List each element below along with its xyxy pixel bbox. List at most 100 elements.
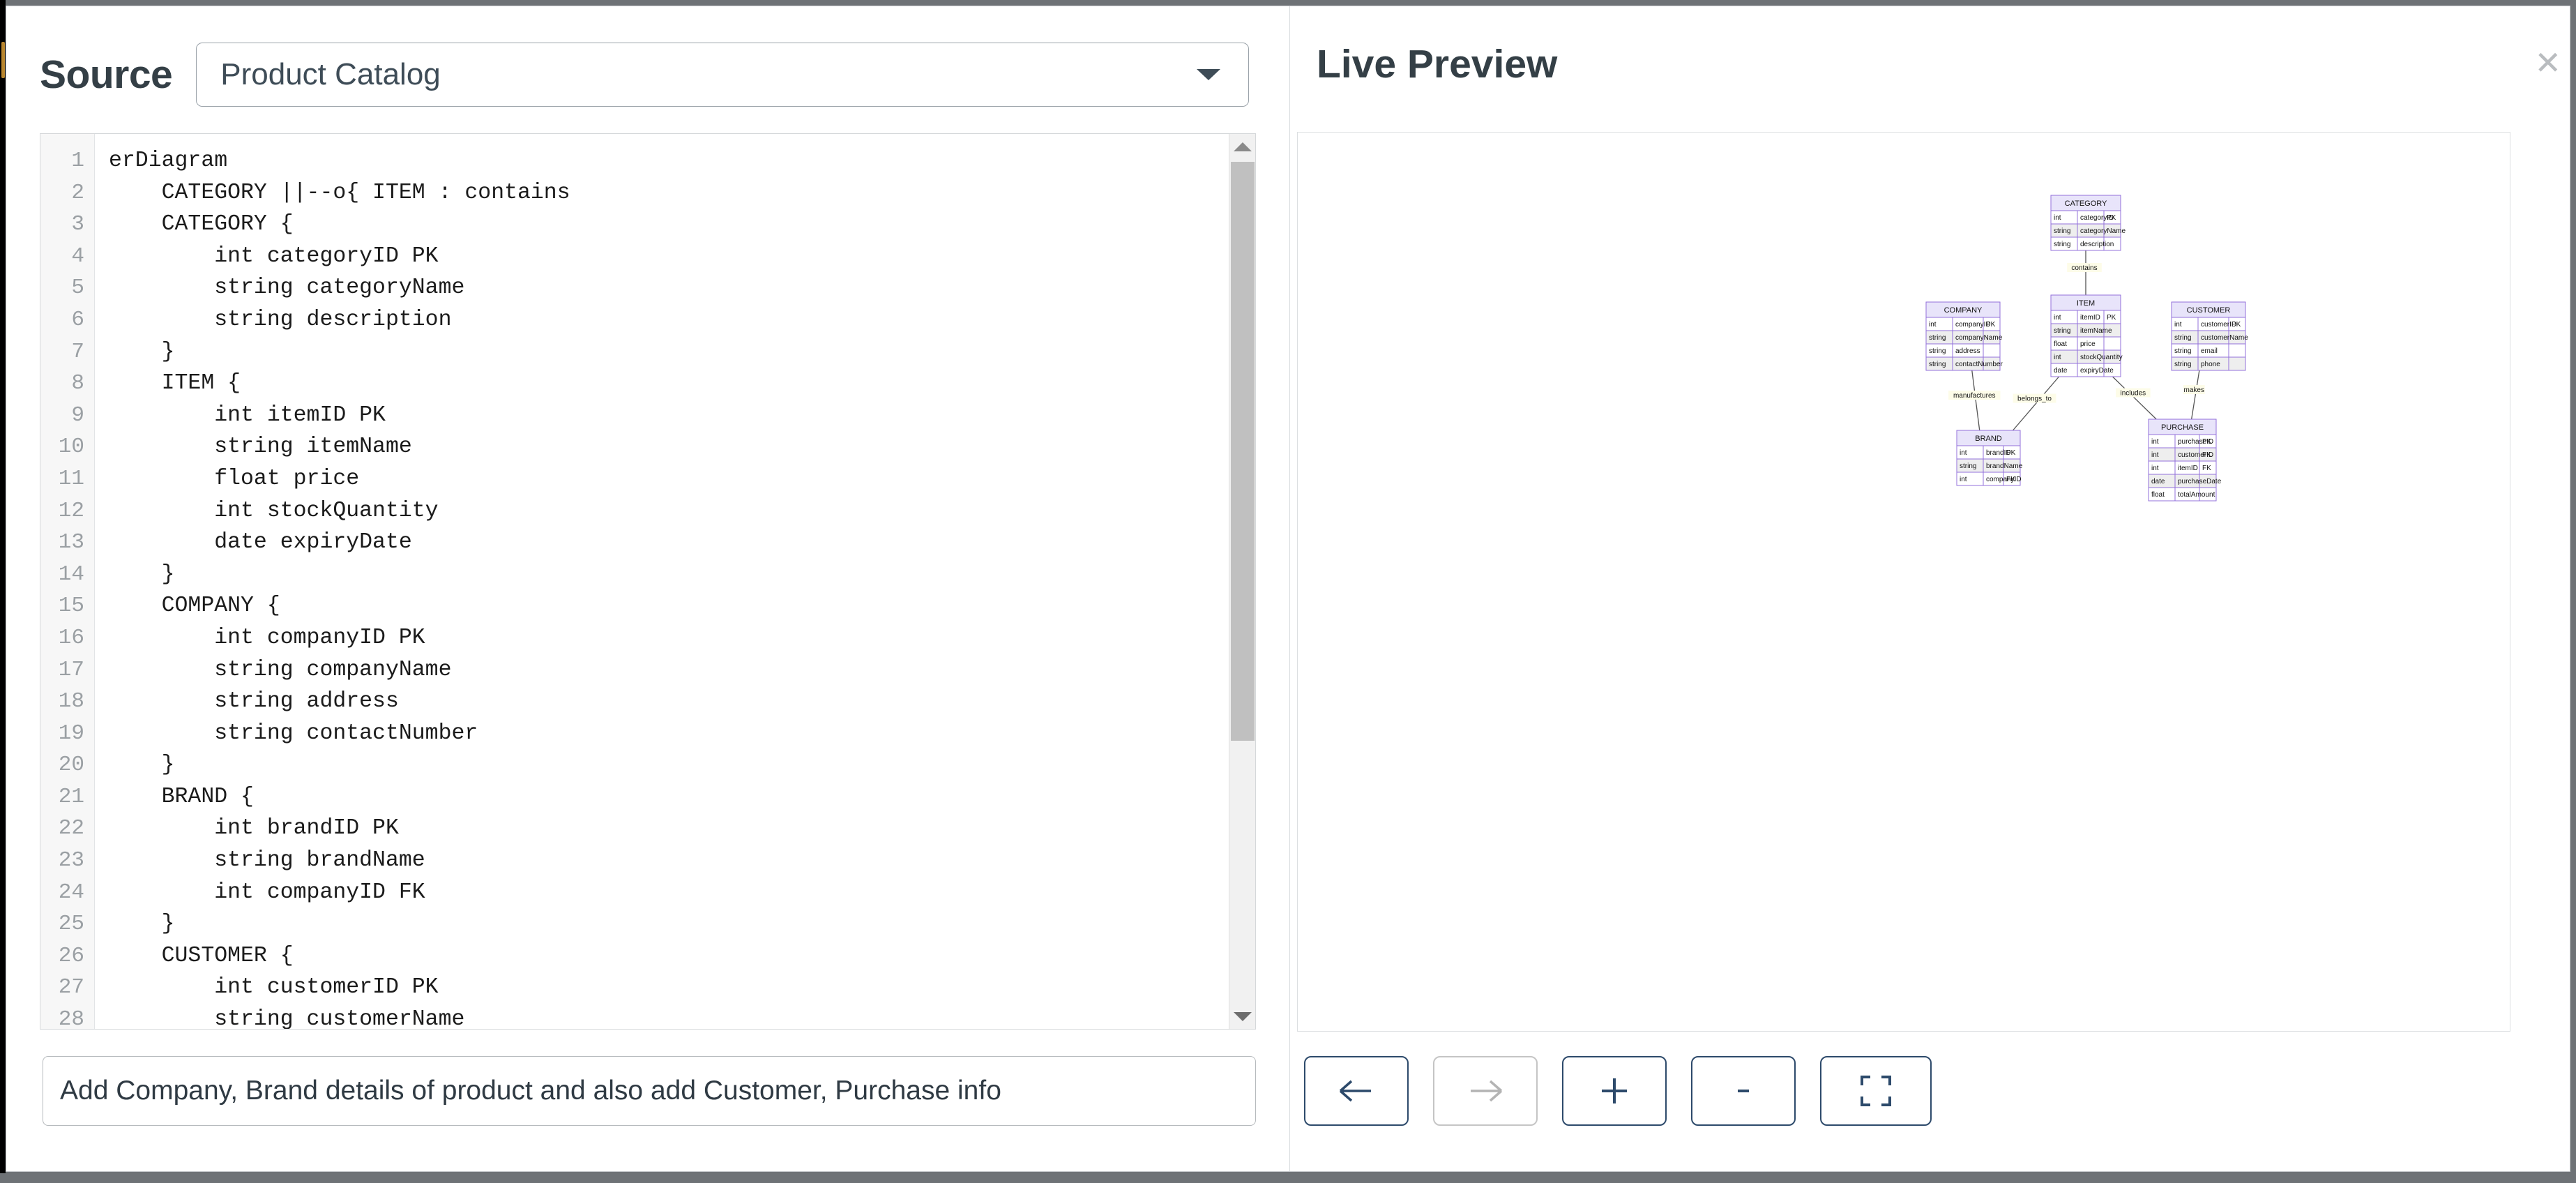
arrow-left-icon: [1338, 1077, 1375, 1105]
attr-type: int: [1929, 321, 1937, 329]
line-number: 11: [58, 466, 84, 491]
attr-type: int: [2054, 314, 2061, 322]
attr-type: string: [1929, 347, 1946, 355]
code-line: CUSTOMER {: [109, 943, 294, 968]
entity-name: BRAND: [1975, 435, 2002, 443]
relationship-label: manufactures: [1953, 392, 1996, 400]
prompt-input[interactable]: Add Company, Brand details of product an…: [43, 1056, 1256, 1126]
line-number: 25: [58, 912, 84, 937]
relationship-label-bg: [1948, 391, 2001, 400]
attr-type: int: [2151, 465, 2159, 472]
code-line: string companyName: [109, 657, 452, 682]
entity-name: COMPANY: [1944, 306, 1983, 315]
attr-name: itemName: [2080, 327, 2112, 335]
attr-type: string: [2054, 327, 2070, 335]
attr-key-cell: [2003, 472, 2021, 486]
minus-icon: [1727, 1075, 1759, 1107]
code-line: string description: [109, 307, 452, 332]
code-line: float price: [109, 466, 360, 491]
window-bottom-edge: [0, 1173, 2576, 1183]
pan-left-button[interactable]: [1304, 1056, 1409, 1126]
attr-name: price: [2080, 340, 2096, 348]
attr-name: categoryID: [2080, 214, 2114, 222]
attr-name: email: [2201, 347, 2218, 355]
edge-accent-marker: [1, 42, 5, 78]
attr-name: brandName: [1986, 462, 2023, 470]
line-number: 16: [58, 625, 84, 650]
line-number: 10: [58, 435, 84, 460]
code-line: int brandID PK: [109, 816, 399, 841]
code-line: BRAND {: [109, 784, 254, 809]
code-line: }: [109, 562, 175, 587]
attr-name: totalAmount: [2178, 491, 2215, 499]
relationship-label-bg: [2013, 393, 2056, 403]
attr-name: itemID: [2178, 465, 2198, 472]
code-line: string address: [109, 689, 399, 714]
scrollbar-thumb[interactable]: [1231, 162, 1255, 741]
relationship-label: belongs_to: [2017, 395, 2052, 403]
attr-key: PK: [2232, 321, 2241, 329]
attr-key-cell: [2103, 363, 2121, 377]
attr-name: companyID: [1955, 321, 1991, 329]
attr-name: address: [1955, 347, 1980, 355]
attr-key-cell: [2103, 336, 2121, 351]
attr-name: customerID: [2201, 321, 2236, 329]
close-icon[interactable]: ✕: [2534, 45, 2561, 81]
relationship-label-bg: [2183, 385, 2205, 394]
line-number: 5: [71, 276, 84, 301]
attr-name: brandID: [1986, 449, 2011, 457]
scroll-down-icon[interactable]: [1229, 1004, 1255, 1029]
attr-type: int: [1960, 449, 1967, 457]
zoom-in-button[interactable]: [1562, 1056, 1667, 1126]
zoom-out-button[interactable]: [1691, 1056, 1796, 1126]
plus-icon: [1598, 1075, 1630, 1107]
line-number: 2: [71, 180, 84, 205]
editor-code-area[interactable]: erDiagram CATEGORY ||--o{ ITEM : contain…: [95, 134, 1255, 1029]
editor-scrollbar[interactable]: [1229, 134, 1255, 1029]
code-line: int companyID FK: [109, 880, 425, 905]
preview-title: Live Preview: [1317, 42, 1558, 86]
line-number: 21: [58, 784, 84, 809]
fit-screen-button[interactable]: [1820, 1056, 1932, 1126]
attr-type: int: [2174, 321, 2182, 329]
window-left-edge: [0, 0, 6, 1183]
attr-name: customerID: [2178, 451, 2213, 459]
code-line: string brandName: [109, 848, 425, 873]
code-line: }: [109, 753, 175, 778]
code-line: }: [109, 339, 175, 364]
code-line: int companyID PK: [109, 625, 425, 650]
line-number: 18: [58, 689, 84, 714]
line-number: 9: [71, 402, 84, 428]
attr-type: int: [2054, 214, 2061, 222]
relationship-line: [2112, 376, 2157, 420]
attr-type: float: [2054, 340, 2067, 348]
attr-type: string: [1929, 361, 1946, 368]
code-line: string contactNumber: [109, 721, 478, 746]
preview-toolbar: [1304, 1056, 1932, 1126]
attr-key: FK: [2202, 451, 2211, 459]
line-number: 24: [58, 880, 84, 905]
attr-type: string: [2174, 347, 2191, 355]
line-number: 6: [71, 307, 84, 332]
attr-key: PK: [1986, 321, 1996, 329]
pan-right-button: [1433, 1056, 1538, 1126]
line-number: 1: [71, 149, 84, 173]
code-line: int itemID PK: [109, 402, 386, 428]
code-line: ITEM {: [109, 371, 241, 396]
code-line: int categoryID PK: [109, 243, 439, 269]
attr-name: contactNumber: [1955, 361, 2003, 368]
diagram-select[interactable]: Product Catalog: [196, 43, 1250, 107]
relationship-label-bg: [2116, 388, 2151, 398]
attr-name: companyID: [1986, 476, 2022, 483]
prompt-input-value: Add Company, Brand details of product an…: [60, 1076, 1001, 1106]
attr-name: description: [2080, 241, 2114, 248]
attr-type: date: [2151, 478, 2165, 485]
relationship-label-bg: [2067, 263, 2102, 272]
attr-type: int: [2151, 451, 2159, 459]
code-line: CATEGORY ||--o{ ITEM : contains: [109, 180, 570, 205]
relationship-line: [2190, 370, 2200, 420]
scroll-up-icon[interactable]: [1229, 134, 1255, 159]
